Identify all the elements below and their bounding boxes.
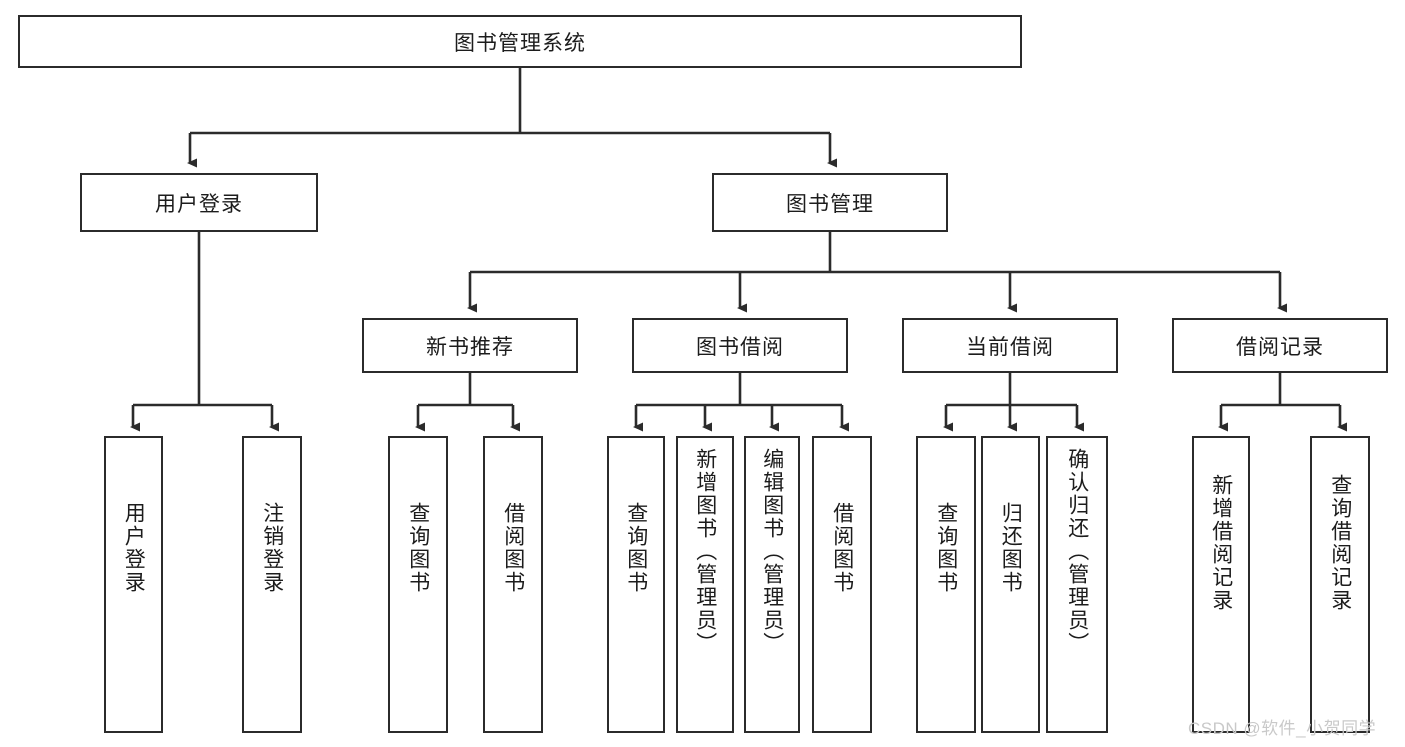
node-book-management[interactable]: 图书管理 <box>712 173 948 232</box>
leaf-add-book-admin[interactable]: 新增图书（管理员） <box>676 436 734 733</box>
node-label: 图书管理 <box>786 192 874 216</box>
node-label: 用户登录 <box>155 192 243 216</box>
node-label: 查询图书 <box>406 502 430 594</box>
node-label: 用户登录 <box>122 502 146 594</box>
leaf-borrow-book[interactable]: 借阅图书 <box>812 436 872 733</box>
node-label: 新增图书（管理员） <box>693 448 717 655</box>
node-current-borrow[interactable]: 当前借阅 <box>902 318 1118 373</box>
node-label: 当前借阅 <box>966 335 1054 359</box>
node-label: 新增借阅记录 <box>1209 474 1233 612</box>
node-label: 借阅图书 <box>830 502 854 594</box>
node-new-book-recommend[interactable]: 新书推荐 <box>362 318 578 373</box>
leaf-query-book-borrow[interactable]: 查询图书 <box>607 436 665 733</box>
node-label: 注销登录 <box>260 502 284 594</box>
node-book-borrow[interactable]: 图书借阅 <box>632 318 848 373</box>
node-label: 借阅记录 <box>1236 335 1324 359</box>
leaf-confirm-return-admin[interactable]: 确认归还（管理员） <box>1046 436 1108 733</box>
node-label: 确认归还（管理员） <box>1065 448 1089 655</box>
node-label: 查询图书 <box>624 502 648 594</box>
node-label: 图书借阅 <box>696 335 784 359</box>
node-label: 查询借阅记录 <box>1328 474 1352 612</box>
node-label: 编辑图书（管理员） <box>760 448 784 655</box>
leaf-query-borrow-record[interactable]: 查询借阅记录 <box>1310 436 1370 733</box>
leaf-user-logout[interactable]: 注销登录 <box>242 436 302 733</box>
node-label: 借阅图书 <box>501 502 525 594</box>
node-label: 图书管理系统 <box>454 31 586 55</box>
leaf-add-borrow-record[interactable]: 新增借阅记录 <box>1192 436 1250 733</box>
leaf-edit-book-admin[interactable]: 编辑图书（管理员） <box>744 436 800 733</box>
leaf-borrow-book-recommend[interactable]: 借阅图书 <box>483 436 543 733</box>
leaf-query-book-current[interactable]: 查询图书 <box>916 436 976 733</box>
node-label: 归还图书 <box>999 502 1023 594</box>
node-borrow-records[interactable]: 借阅记录 <box>1172 318 1388 373</box>
node-root-library-system[interactable]: 图书管理系统 <box>18 15 1022 68</box>
node-user-login[interactable]: 用户登录 <box>80 173 318 232</box>
node-label: 查询图书 <box>934 502 958 594</box>
csdn-watermark: CSDN @软件_小贺同学 <box>1188 719 1377 738</box>
leaf-return-book[interactable]: 归还图书 <box>981 436 1040 733</box>
node-label: 新书推荐 <box>426 335 514 359</box>
leaf-query-book-recommend[interactable]: 查询图书 <box>388 436 448 733</box>
leaf-user-login[interactable]: 用户登录 <box>104 436 163 733</box>
